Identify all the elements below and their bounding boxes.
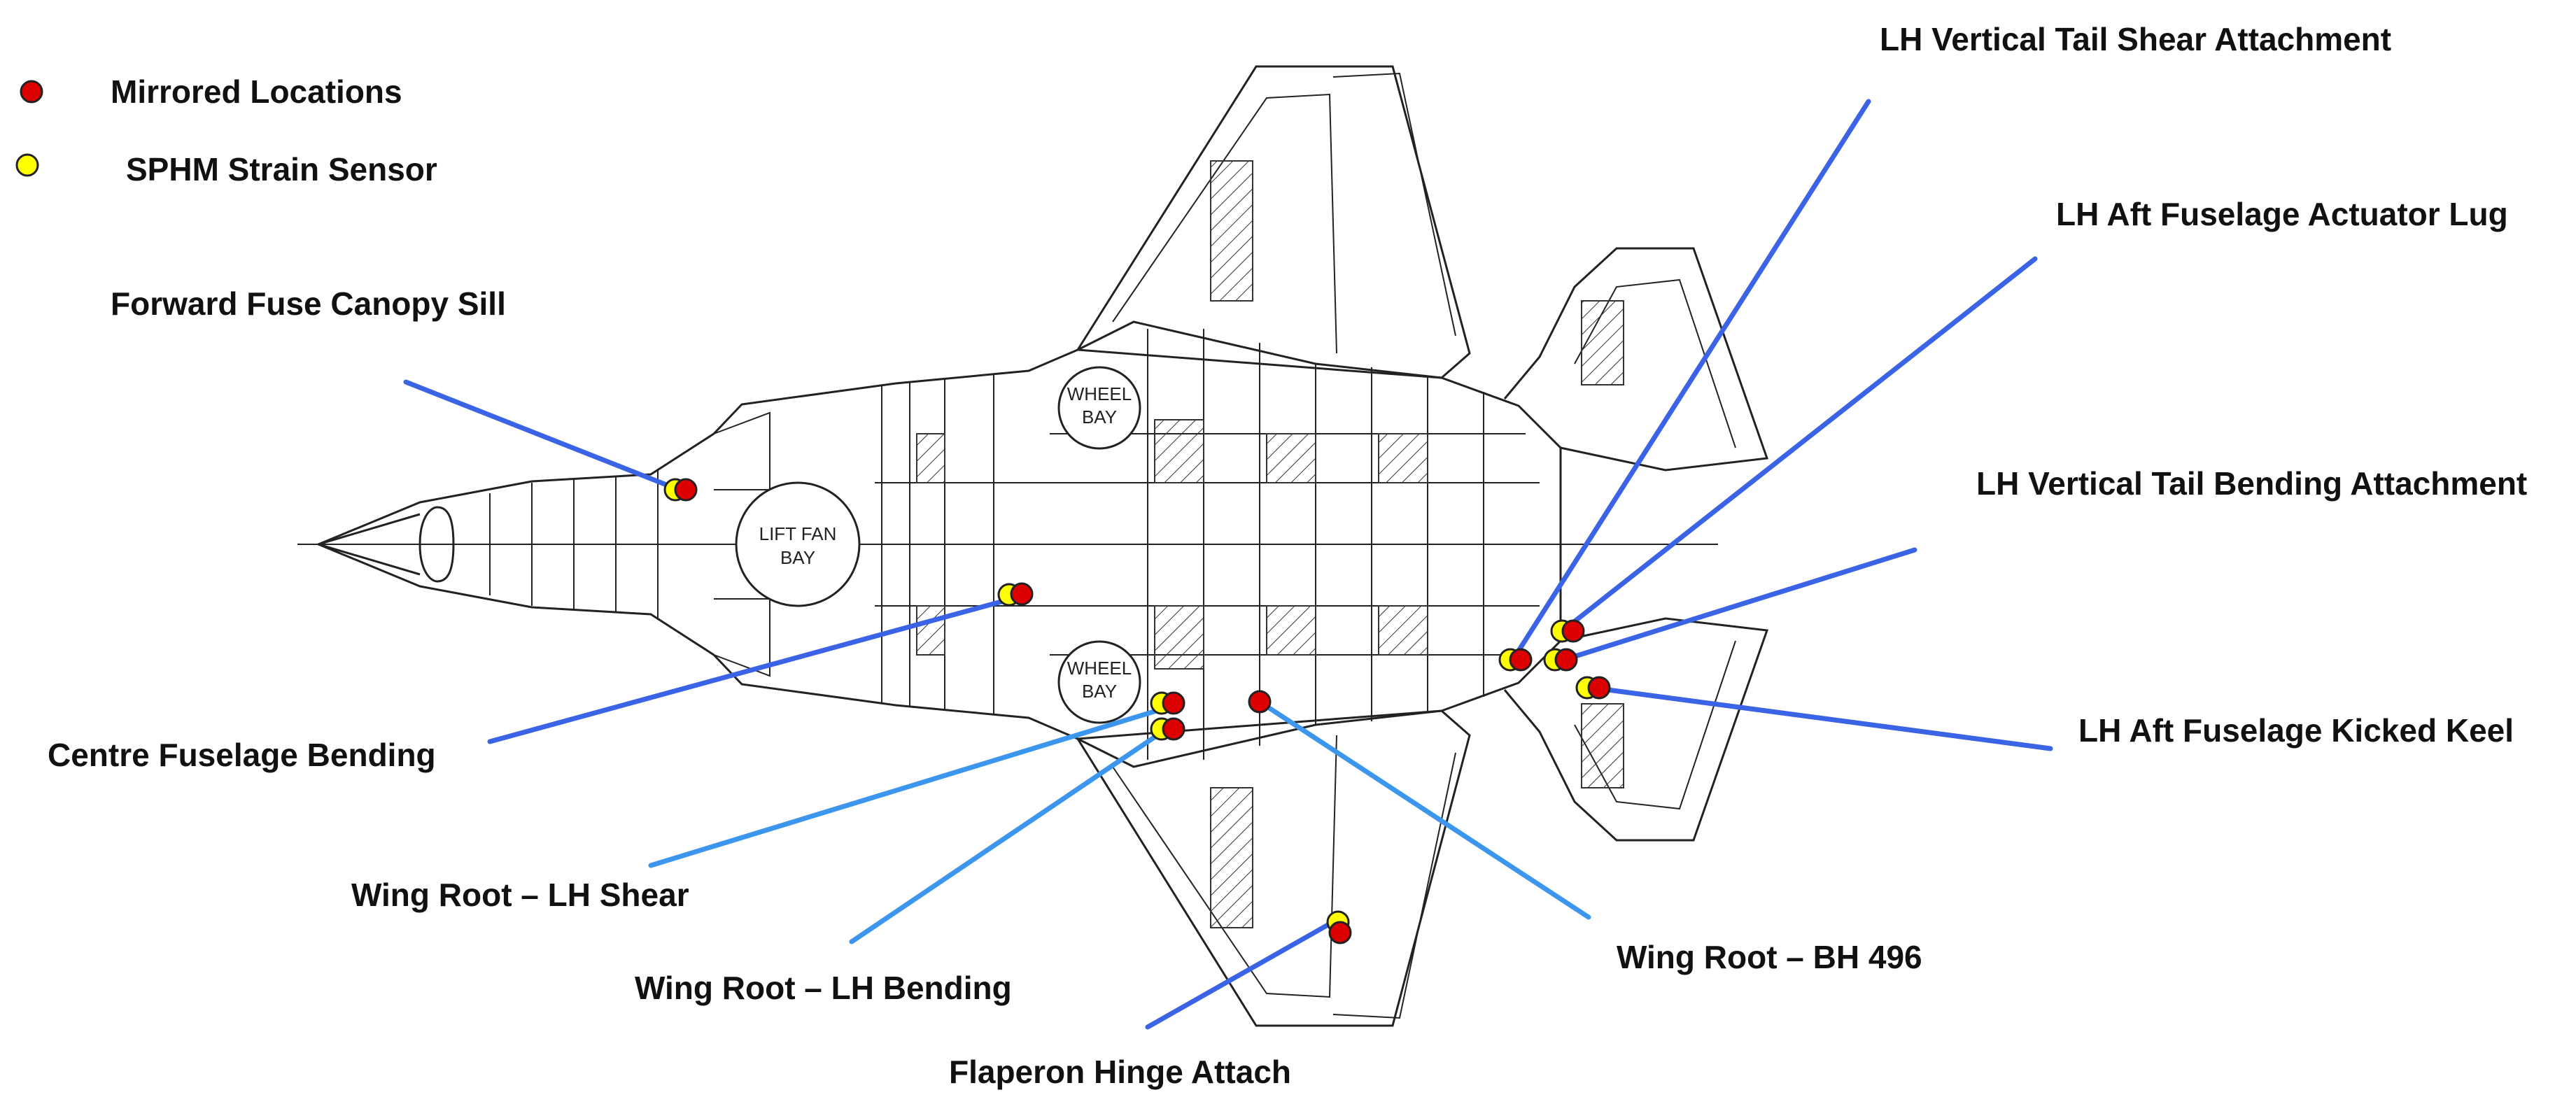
lift-fan-bay: [735, 481, 861, 607]
legend-red-marker: [20, 80, 43, 104]
leader-vt-bending: [1563, 547, 1917, 662]
sensor-red-marker: [1509, 648, 1533, 672]
sensor-aft-actuator: [1550, 619, 1585, 643]
leader-vt-shear: [1512, 99, 1871, 659]
label-aft-actuator: LH Aft Fuselage Actuator Lug: [2056, 196, 2508, 232]
sensor-red-marker: [1561, 619, 1585, 643]
leader-kicked-keel: [1589, 685, 2053, 751]
upper-wheel-bay: [1057, 366, 1141, 450]
legend-sensor-label: SPHM Strain Sensor: [126, 151, 437, 187]
legend: Mirrored Locations SPHM Strain Sensor: [15, 73, 437, 187]
upper-tail-outline: [1503, 247, 1769, 472]
lower-wheel-bay-label-1: WHEEL: [1067, 658, 1132, 679]
sensor-red-marker: [1162, 717, 1185, 741]
upper-wheel-bay-label-1: WHEEL: [1067, 383, 1132, 404]
upper-wing-inner: [1112, 93, 1337, 354]
sensor-forward-fuse: [663, 478, 698, 502]
leader-aft-actuator: [1561, 256, 2038, 632]
lower-wing-flaperon: [1332, 752, 1456, 1019]
sensor-vt-shear: [1498, 648, 1533, 672]
legend-mirrored-label: Mirrored Locations: [111, 73, 402, 110]
leader-wing-root-bh: [1257, 699, 1591, 920]
leader-flaperon: [1145, 915, 1343, 1030]
label-wing-root-bh: Wing Root – BH 496: [1617, 939, 1922, 975]
upper-wing-outline: [1076, 65, 1471, 379]
internal-frames: [489, 329, 1540, 760]
label-vt-bending: LH Vertical Tail Bending Attachment: [1976, 465, 2527, 502]
upper-wheel-bay-label-2: BAY: [1082, 406, 1117, 427]
leader-wing-root-bending: [849, 725, 1171, 944]
label-wing-root-bending: Wing Root – LH Bending: [635, 970, 1012, 1006]
sensor-red-marker: [1248, 690, 1272, 714]
legend-yellow-marker: [15, 153, 39, 177]
sensor-red-marker: [1328, 921, 1352, 944]
fuselage-outline: [316, 320, 1562, 768]
label-centre-fuse: Centre Fuselage Bending: [48, 737, 436, 773]
sensor-wing-root-bending: [1150, 717, 1185, 741]
sensor-red-marker: [1587, 676, 1611, 700]
sensor-red-marker: [1010, 582, 1034, 606]
lower-wheel-bay-label-2: BAY: [1082, 681, 1117, 702]
label-wing-root-shear: Wing Root – LH Shear: [351, 877, 689, 913]
label-kicked-keel: LH Aft Fuselage Kicked Keel: [2078, 712, 2514, 749]
sensor-vt-bending: [1543, 648, 1578, 672]
lower-wing-inner: [1112, 735, 1337, 998]
sensor-wing-root-shear: [1150, 691, 1185, 715]
leader-centre-fuse: [487, 593, 1025, 744]
sensor-wing-root-bh: [1248, 690, 1272, 714]
canopy-outline: [418, 506, 455, 583]
engine-inlet-lower: [713, 598, 770, 677]
label-flaperon: Flaperon Hinge Attach: [949, 1054, 1291, 1090]
label-vt-shear: LH Vertical Tail Shear Attachment: [1880, 21, 2391, 57]
sensor-kicked-keel: [1575, 676, 1611, 700]
lower-wheel-bay: [1057, 640, 1141, 724]
sensor-markers: [663, 478, 1611, 944]
sensor-flaperon: [1326, 910, 1352, 944]
leader-wing-root-shear: [648, 704, 1173, 868]
callout-labels: Forward Fuse Canopy Sill Centre Fuselage…: [48, 21, 2527, 1090]
leader-forward-fuse: [403, 379, 682, 493]
nose-outline: [318, 513, 421, 576]
hatched-regions: [916, 160, 1624, 928]
sensor-centre-fuse: [997, 582, 1034, 607]
sensor-red-marker: [1162, 691, 1185, 715]
upper-wing-flaperon: [1332, 72, 1456, 337]
aircraft-planform: [297, 65, 1769, 1027]
lift-fan-bay-label-1: LIFT FAN: [759, 523, 837, 544]
lower-wing-outline: [1076, 709, 1471, 1027]
engine-inlet-upper: [713, 411, 770, 490]
bay-labels: WHEEL BAY WHEEL BAY LIFT FAN BAY: [759, 383, 1132, 702]
label-forward-fuse: Forward Fuse Canopy Sill: [111, 285, 506, 322]
lower-tail-outline: [1503, 617, 1769, 842]
sensor-red-marker: [674, 478, 698, 502]
sensor-red-marker: [1554, 648, 1578, 672]
lift-fan-bay-label-2: BAY: [780, 547, 815, 568]
leader-lines: [403, 99, 2053, 1030]
